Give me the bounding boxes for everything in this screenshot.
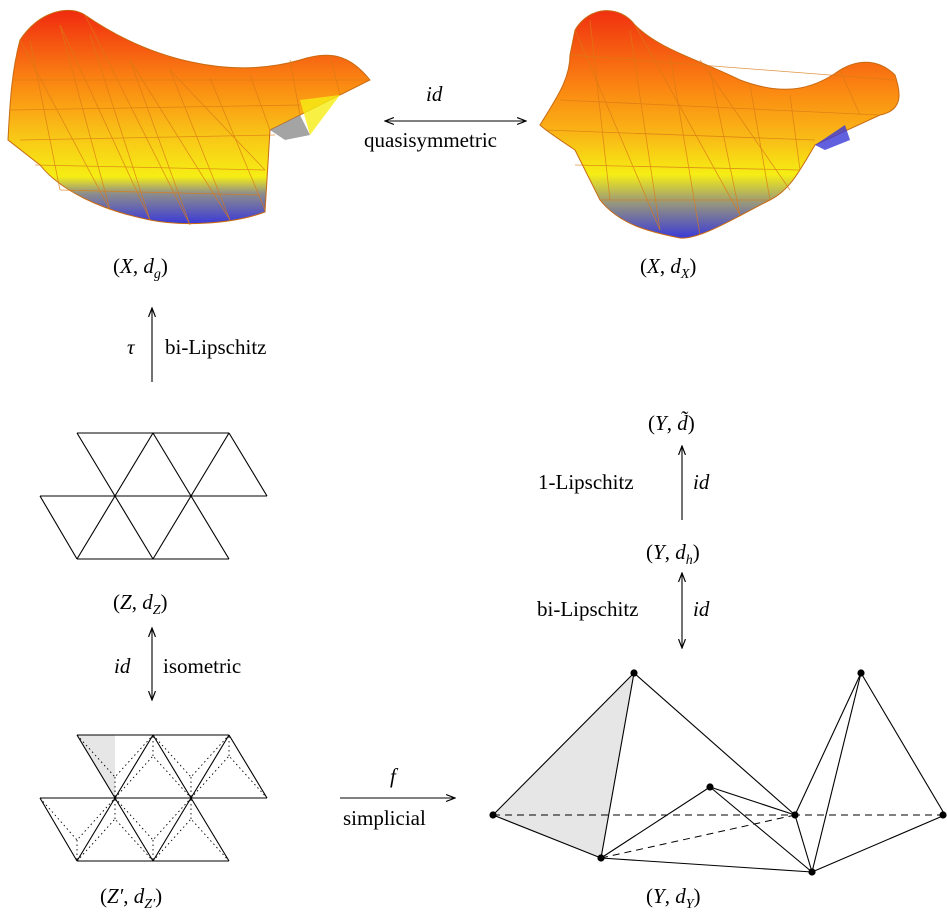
- surface-x-dg: [7, 9, 371, 226]
- map-iso-name: id: [114, 654, 131, 678]
- map-tau-type: bi-Lipschitz: [165, 335, 267, 359]
- map-bilip-right-type: bi-Lipschitz: [537, 597, 639, 621]
- label-y-dy: (Y, dY): [646, 884, 701, 912]
- map-iso-type: isometric: [163, 654, 242, 678]
- label-x-dg: (X, dg): [113, 254, 168, 282]
- label-zprime: (Z′, dZ′): [100, 884, 163, 912]
- map-bilip-right-name: id: [693, 597, 710, 621]
- label-y-dh: (Y, dh): [646, 540, 700, 568]
- map-one-lip-name: id: [693, 470, 710, 494]
- label-z-dz: (Z, dZ): [113, 590, 168, 618]
- map-tau-name: τ: [127, 335, 135, 359]
- grid-z: [39, 432, 268, 560]
- grid-zprime: [39, 734, 268, 862]
- surface-x-dx: [539, 10, 900, 239]
- map-top-type: quasisymmetric: [364, 128, 497, 152]
- complex-y: [489, 669, 947, 876]
- label-y-dtilde: (Y, d̃): [648, 411, 695, 435]
- map-f-name: f: [390, 764, 396, 788]
- map-top-name: id: [426, 82, 443, 106]
- map-f-type: simplicial: [343, 806, 426, 830]
- map-one-lip-type: 1-Lipschitz: [538, 470, 634, 494]
- label-x-dx: (X, dX): [640, 254, 697, 282]
